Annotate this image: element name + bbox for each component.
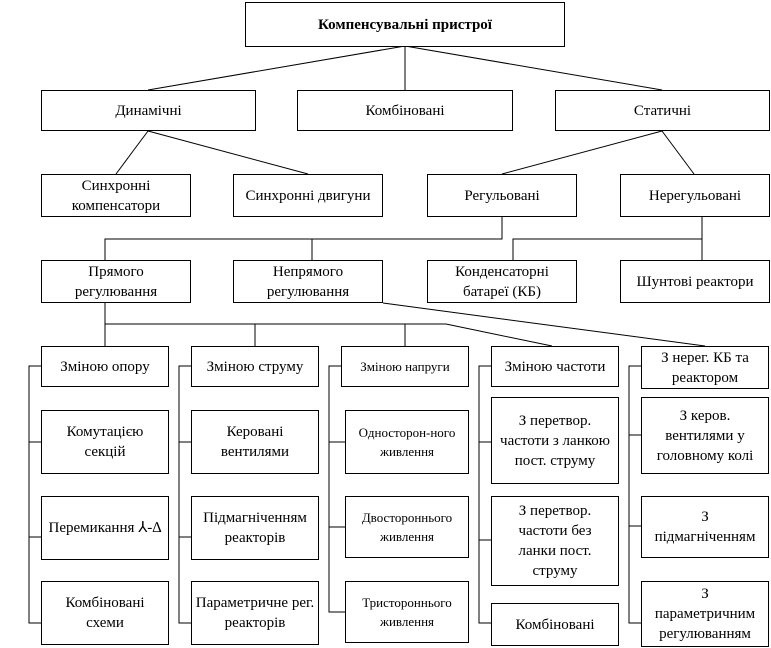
col-voltage-item-label: Двостороннього живлення bbox=[361, 510, 453, 544]
col-resistance-head-label: Зміною опору bbox=[60, 358, 150, 375]
col-unreg-kb-head: З нерег. КБ та реактором bbox=[641, 346, 769, 389]
node-capacitor-banks-label: Конденсаторні батареї (КБ) bbox=[455, 263, 549, 300]
node-dynamic-label: Динамічні bbox=[115, 102, 182, 119]
node-direct-regulation-label: Прямого регулювання bbox=[74, 263, 158, 300]
col-current-item-label: Параметричне рег. реакторів bbox=[195, 595, 315, 631]
col-current-item: Керовані вентилями bbox=[191, 410, 319, 474]
col-resistance-item: Комбіновані схеми bbox=[41, 581, 169, 645]
col-resistance-item-label: Комбіновані схеми bbox=[65, 595, 145, 631]
col-frequency-head: Зміною частоти bbox=[491, 346, 619, 387]
node-dynamic: Динамічні bbox=[41, 90, 256, 131]
node-static-label: Статичні bbox=[633, 102, 692, 119]
col-frequency-item-label: З перетвор. частоти без ланки пост. стру… bbox=[518, 503, 592, 579]
col-resistance-item-label: Комутацією секцій bbox=[66, 424, 144, 460]
col-unreg-kb-item: З керов. вентилями у головному колі bbox=[641, 397, 769, 474]
col-frequency-head-label: Зміною частоти bbox=[504, 358, 606, 375]
col-unreg-kb-head-label: З нерег. КБ та реактором bbox=[661, 349, 749, 386]
col-voltage-item: Двостороннього живлення bbox=[345, 496, 469, 558]
node-combined: Комбіновані bbox=[297, 90, 513, 131]
node-combined-label: Комбіновані bbox=[365, 102, 445, 119]
node-capacitor-banks: Конденсаторні батареї (КБ) bbox=[427, 260, 577, 303]
col-resistance-item-label: Перемикання ⅄-∆ bbox=[48, 520, 162, 536]
col-current-item: Підмагніченням реакторів bbox=[191, 496, 319, 560]
col-frequency-item-label: З перетвор. частоти з ланкою пост. струм… bbox=[500, 412, 610, 469]
col-unreg-kb-item: З підмагніченням bbox=[641, 496, 769, 558]
node-indirect-regulation: Непрямого регулювання bbox=[233, 260, 383, 303]
col-current-item-label: Керовані вентилями bbox=[220, 424, 290, 460]
col-voltage-item-label: Тристороннього живлення bbox=[362, 595, 452, 629]
col-resistance-item: Перемикання ⅄-∆ bbox=[41, 496, 169, 560]
node-sync-compensators: Синхронні компенсатори bbox=[41, 174, 191, 217]
node-unregulated-label: Нерегульовані bbox=[648, 187, 742, 204]
col-voltage-item-label: Односторон-ного живлення bbox=[358, 425, 456, 459]
node-direct-regulation: Прямого регулювання bbox=[41, 260, 191, 303]
col-voltage-head: Зміною напруги bbox=[341, 346, 469, 387]
col-current-head-label: Зміною струму bbox=[206, 358, 304, 375]
col-frequency-item-label: Комбіновані bbox=[515, 616, 595, 633]
node-indirect-regulation-label: Непрямого регулювання bbox=[266, 263, 350, 300]
node-regulated-label: Регульовані bbox=[464, 187, 540, 204]
node-sync-motors-label: Синхронні двигуни bbox=[245, 187, 371, 204]
col-unreg-kb-item-label: З підмагніченням bbox=[654, 509, 756, 545]
col-frequency-item: Комбіновані bbox=[491, 603, 619, 646]
col-unreg-kb-item-label: З параметричним регулюванням bbox=[654, 586, 756, 642]
node-sync-compensators-label: Синхронні компенсатори bbox=[71, 177, 161, 214]
col-voltage-item: Тристороннього живлення bbox=[345, 581, 469, 643]
col-current-item-label: Підмагніченням реакторів bbox=[203, 510, 307, 546]
col-unreg-kb-item: З параметричним регулюванням bbox=[641, 581, 769, 647]
col-unreg-kb-item-label: З керов. вентилями у головному колі bbox=[656, 407, 754, 464]
root-node: Компенсувальні пристрої bbox=[245, 2, 565, 47]
node-static: Статичні bbox=[555, 90, 770, 131]
col-voltage-item: Односторон-ного живлення bbox=[345, 410, 469, 474]
node-shunt-reactors: Шунтові реактори bbox=[620, 260, 770, 303]
node-sync-motors: Синхронні двигуни bbox=[233, 174, 383, 217]
col-voltage-head-label: Зміною напруги bbox=[360, 359, 450, 374]
node-shunt-reactors-label: Шунтові реактори bbox=[636, 273, 754, 290]
root-label: Компенсувальні пристрої bbox=[318, 16, 492, 33]
col-frequency-item: З перетвор. частоти без ланки пост. стру… bbox=[491, 496, 619, 586]
col-frequency-item: З перетвор. частоти з ланкою пост. струм… bbox=[491, 397, 619, 484]
col-current-head: Зміною струму bbox=[191, 346, 319, 387]
node-unregulated: Нерегульовані bbox=[620, 174, 770, 217]
col-resistance-item: Комутацією секцій bbox=[41, 410, 169, 474]
col-resistance-head: Зміною опору bbox=[41, 346, 169, 387]
node-regulated: Регульовані bbox=[427, 174, 577, 217]
col-current-item: Параметричне рег. реакторів bbox=[191, 581, 319, 645]
